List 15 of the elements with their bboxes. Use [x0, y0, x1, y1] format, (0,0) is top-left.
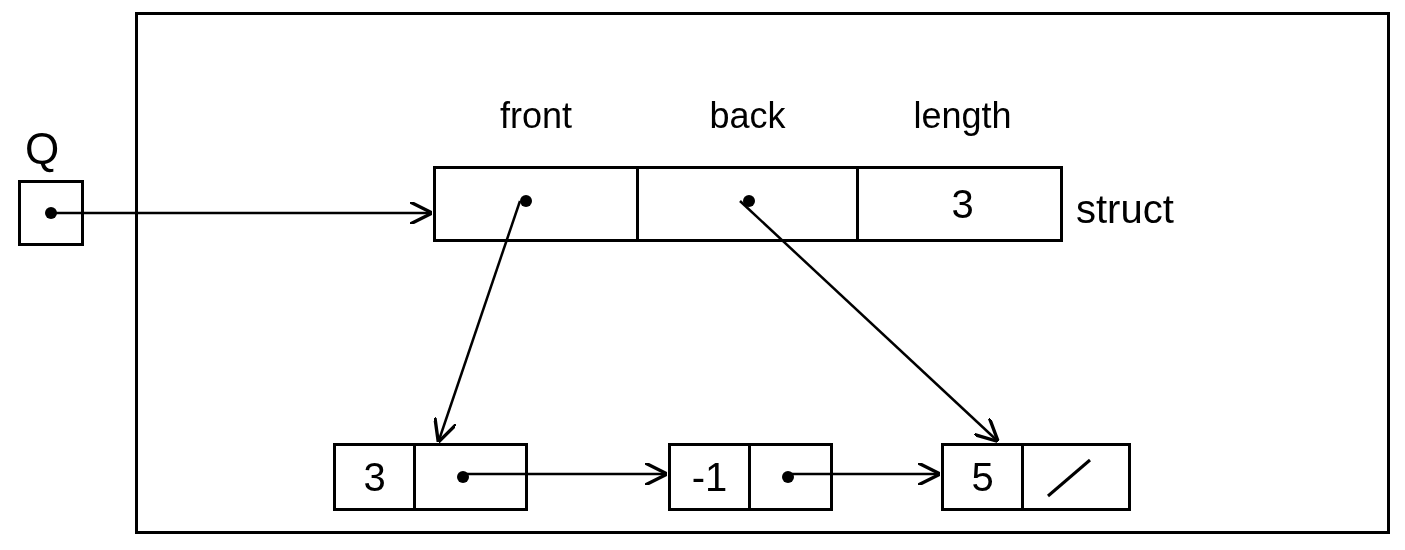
field-name: back [709, 98, 786, 134]
struct-label: struct [1076, 189, 1174, 229]
list-node [333, 443, 528, 511]
list-node [668, 443, 833, 511]
node-value: -1 [691, 457, 728, 497]
field-name: length [913, 98, 1012, 134]
arrow [739, 200, 1000, 444]
field-value: 3 [950, 181, 975, 228]
arrow [433, 200, 522, 444]
variable-name: Q [25, 127, 60, 171]
node-value: 3 [363, 457, 386, 497]
node-value: 5 [971, 457, 994, 497]
memory-frame [135, 12, 1390, 534]
field-name: front [500, 98, 572, 134]
list-node [941, 443, 1131, 511]
